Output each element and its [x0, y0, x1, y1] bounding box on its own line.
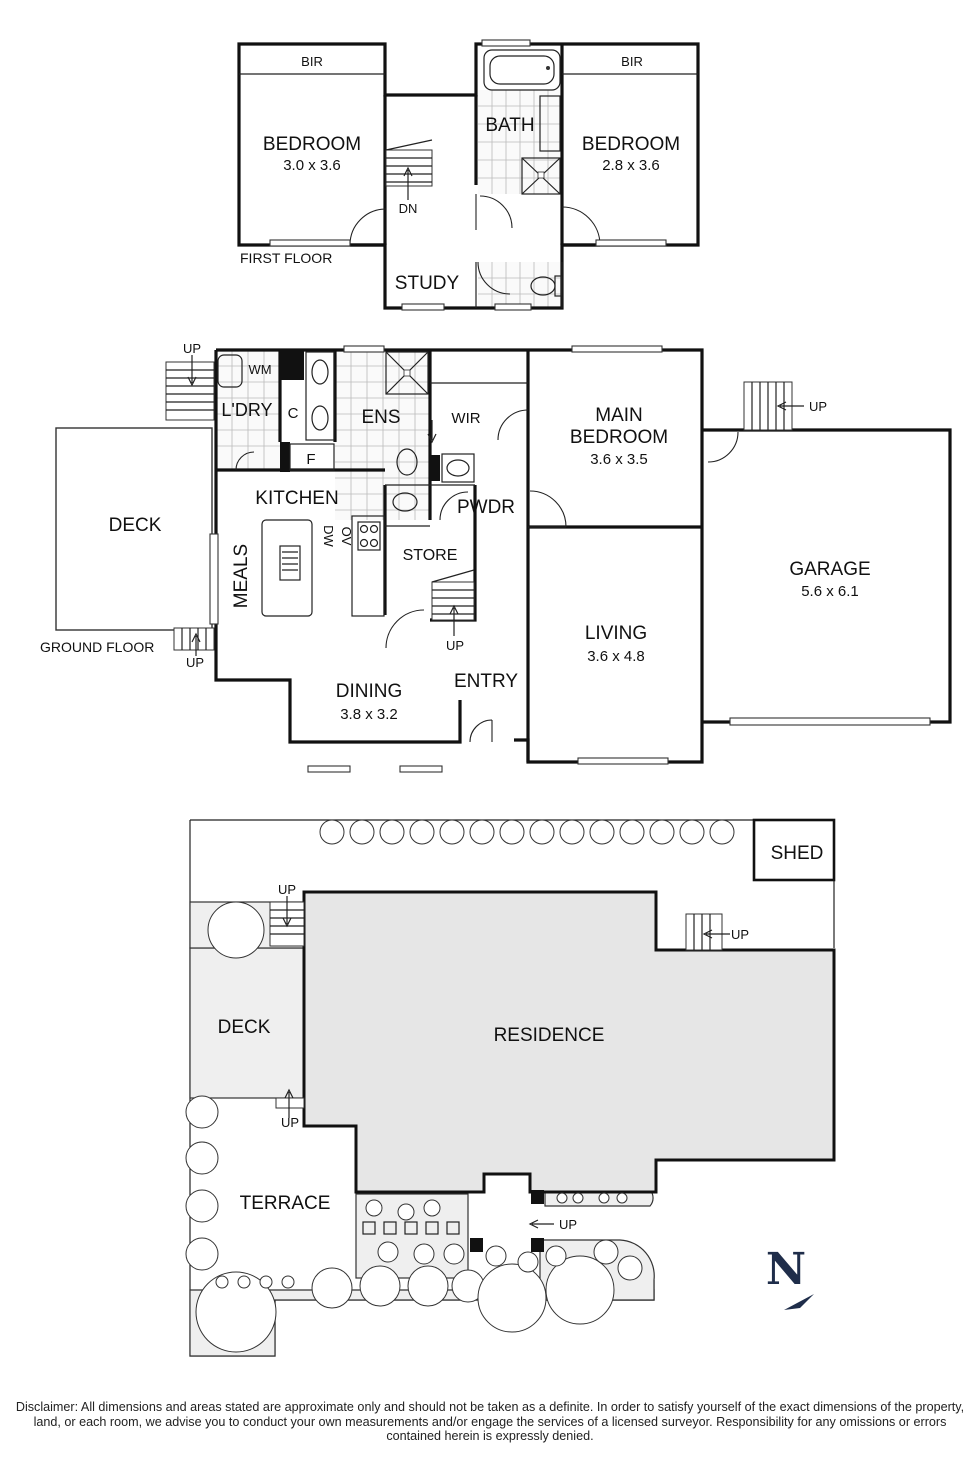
- site-plan: SHED DECK RESIDENCE TERRACE UP UP UP UP: [185, 818, 836, 1357]
- hedge-row: [319, 819, 735, 845]
- stair-dn-label: DN: [399, 201, 418, 216]
- garden-trees: [185, 901, 643, 1353]
- wm-label: WM: [248, 362, 271, 377]
- pwdr-label: PWDR: [457, 497, 515, 518]
- dw-label: DW: [321, 525, 336, 547]
- c-label: C: [288, 405, 299, 422]
- disclaimer-text: Disclaimer: All dimensions and areas sta…: [15, 1400, 965, 1443]
- ens-label: ENS: [361, 407, 400, 428]
- wir-label: WIR: [451, 410, 480, 427]
- terrace-label: TERRACE: [240, 1193, 331, 1214]
- shed-label: SHED: [771, 843, 824, 864]
- ground-floor-label: GROUND FLOOR: [40, 639, 154, 655]
- terrace-pavers: [362, 1221, 460, 1235]
- north-label: N: [766, 1244, 806, 1295]
- laundry-label: L'DRY: [221, 400, 272, 420]
- deck-site-label: DECK: [218, 1017, 271, 1038]
- ensuite-tiles: [216, 350, 430, 520]
- deck-up-label: UP: [186, 655, 204, 670]
- bir-right-label: BIR: [621, 54, 643, 69]
- store-label: STORE: [403, 547, 458, 564]
- living-dims: 3.6 x 4.8: [587, 648, 645, 665]
- ov-label: OV: [339, 527, 354, 546]
- garage-up-label: UP: [809, 399, 827, 414]
- dining-dims: 3.8 x 3.2: [340, 706, 398, 723]
- bath-label: BATH: [485, 115, 534, 136]
- ground-floor-plan: WM L'DRY C ENS WIR MAIN BEDROOM 3.6 x 3.…: [40, 341, 952, 773]
- laundry-up-label: UP: [183, 341, 201, 356]
- deck-ground-label: DECK: [109, 515, 162, 536]
- bedroom-right-name: BEDROOM: [582, 134, 680, 155]
- deck-top-up-label: UP: [278, 882, 296, 897]
- garage-name: GARAGE: [789, 559, 870, 580]
- residence-label: RESIDENCE: [494, 1025, 605, 1046]
- garage-dims: 5.6 x 6.1: [801, 583, 859, 600]
- bedroom-left-dims: 3.0 x 3.6: [283, 157, 341, 174]
- entry-up-label: UP: [559, 1217, 577, 1232]
- deck-bottom-up-label: UP: [281, 1115, 299, 1130]
- dining-name: DINING: [336, 681, 403, 702]
- first-floor-stair: [385, 139, 433, 200]
- meals-label: MEALS: [231, 544, 252, 608]
- north-arrow-icon: N: [766, 1244, 814, 1310]
- residence-up-label: UP: [731, 927, 749, 942]
- bir-left-label: BIR: [301, 54, 323, 69]
- main-bedroom-name-2: BEDROOM: [570, 427, 668, 448]
- ground-floor-stairs: [165, 355, 804, 656]
- bedroom-right-dims: 2.8 x 3.6: [602, 157, 660, 174]
- first-floor-label: FIRST FLOOR: [240, 250, 332, 266]
- kitchen-label: KITCHEN: [255, 488, 338, 509]
- bedroom-left-name: BEDROOM: [263, 134, 361, 155]
- entry-label: ENTRY: [454, 671, 518, 692]
- f-label: F: [306, 451, 315, 468]
- main-bedroom-name-1: MAIN: [595, 405, 643, 426]
- main-bedroom-dims: 3.6 x 3.5: [590, 451, 648, 468]
- study-label: STUDY: [395, 273, 460, 294]
- living-name: LIVING: [585, 623, 647, 644]
- store-up-label: UP: [446, 638, 464, 653]
- first-floor-plan: BIR BIR BEDROOM 3.0 x 3.6 BEDROOM 2.8 x …: [237, 39, 700, 311]
- bath-tiles: [478, 90, 562, 308]
